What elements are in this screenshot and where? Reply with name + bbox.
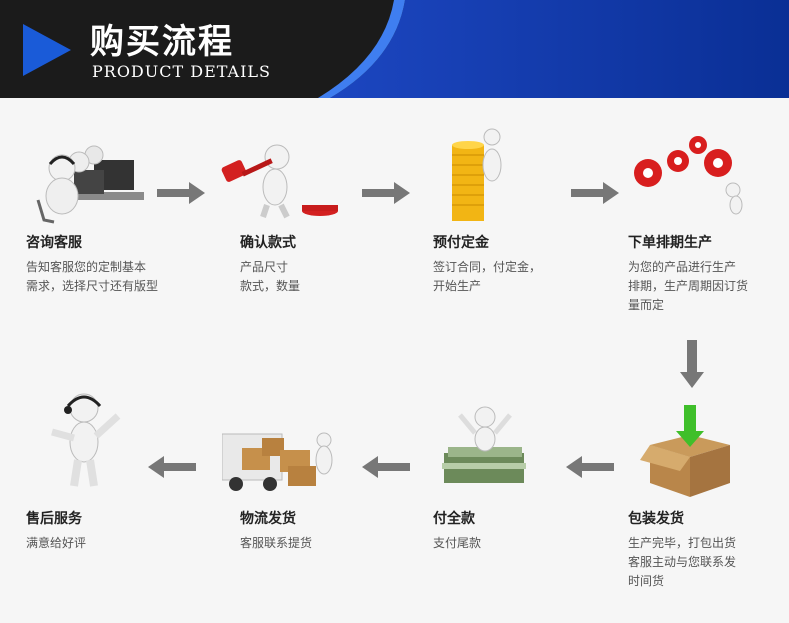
package-icon [640, 405, 730, 497]
step-title: 确认款式 [240, 235, 296, 251]
step-title: 包装发货 [628, 511, 684, 527]
step-consult: 咨询客服 告知客服您的定制基本 需求，选择尺寸还有版型 [26, 232, 196, 296]
step-desc: 支付尾款 [433, 536, 482, 550]
step-title: 咨询客服 [26, 235, 82, 251]
step-full-payment: 付全款 支付尾款 [433, 508, 603, 553]
headset-people-icon [36, 145, 144, 224]
play-triangle-icon [23, 24, 71, 76]
arrow-right-icon [157, 182, 205, 204]
step-title: 付全款 [433, 511, 475, 527]
step-deposit: 预付定金 签订合同，付定金， 开始生产 [433, 232, 603, 296]
page-title: 购买流程 [90, 22, 234, 62]
arrow-down-icon [680, 340, 704, 388]
delivery-truck-icon [222, 432, 333, 491]
arrow-right-icon [362, 182, 410, 204]
support-agent-icon [51, 393, 121, 487]
step-desc: 产品尺寸 款式，数量 [240, 260, 301, 293]
step-title: 下单排期生产 [628, 235, 712, 251]
step-desc: 客服联系提货 [240, 536, 313, 550]
step-desc: 告知客服您的定制基本 需求，选择尺寸还有版型 [26, 260, 159, 293]
money-stack-icon [442, 406, 526, 483]
step-confirm-style: 确认款式 产品尺寸 款式，数量 [240, 232, 410, 296]
step-packing: 包装发货 生产完毕，打包出货 客服主动与您联系发 时间货 [628, 508, 783, 591]
coin-stack-icon [452, 128, 502, 221]
step-desc: 签订合同，付定金， 开始生产 [433, 260, 542, 293]
step-desc: 为您的产品进行生产 排期，生产周期因订货 量而定 [628, 260, 749, 312]
gears-icon [634, 136, 743, 215]
header-blue-band [0, 0, 789, 98]
header-banner: 购买流程 PRODUCT DETAILS [0, 0, 789, 98]
step-logistics: 物流发货 客服联系提货 [240, 508, 410, 553]
step-title: 预付定金 [433, 235, 489, 251]
page-subtitle: PRODUCT DETAILS [92, 62, 272, 81]
gavel-icon [221, 144, 338, 219]
arrow-left-icon [362, 456, 410, 478]
step-title: 售后服务 [26, 511, 82, 527]
step-after-sales: 售后服务 满意给好评 [26, 508, 196, 553]
arrow-right-icon [571, 182, 619, 204]
step-desc: 生产完毕，打包出货 客服主动与您联系发 时间货 [628, 536, 737, 588]
step-title: 物流发货 [240, 511, 296, 527]
step-desc: 满意给好评 [26, 536, 87, 550]
step-production: 下单排期生产 为您的产品进行生产 排期，生产周期因订货 量而定 [628, 232, 783, 315]
arrow-left-icon [566, 456, 614, 478]
arrow-left-icon [148, 456, 196, 478]
